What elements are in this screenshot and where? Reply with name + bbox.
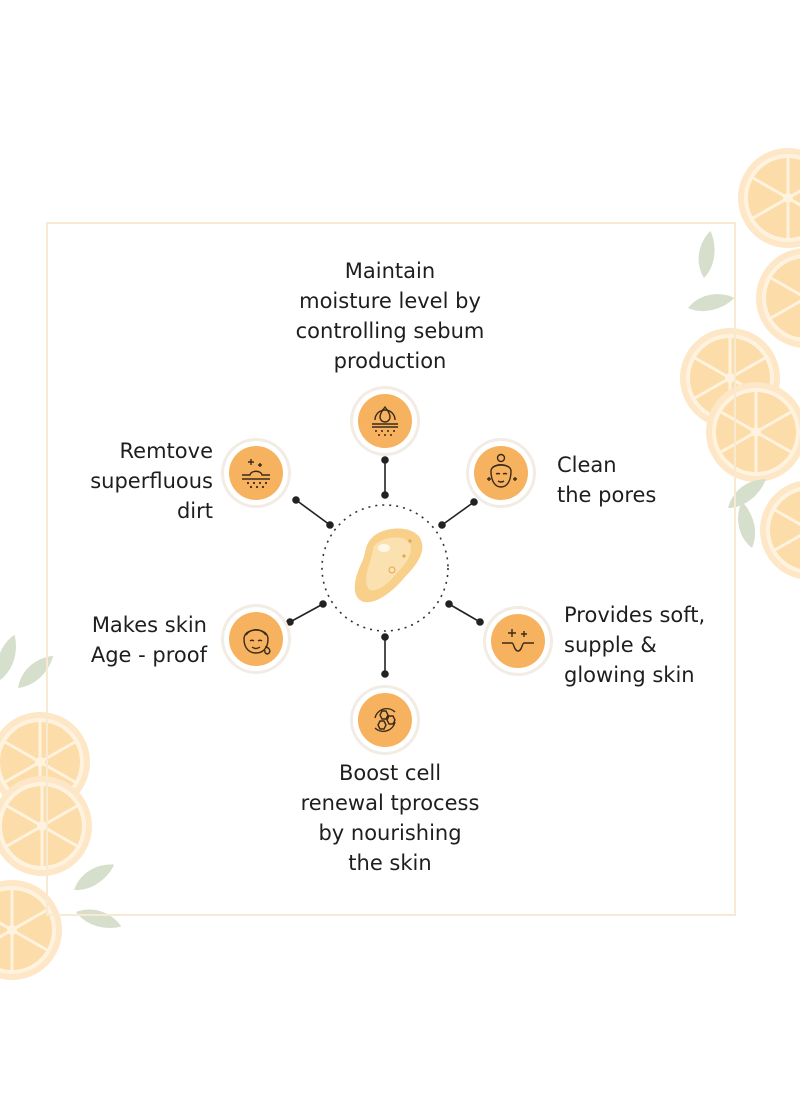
center-dotted-circle — [321, 504, 449, 632]
content-frame — [46, 222, 736, 916]
benefit-text-glowing: Provides soft, supple & glowing skin — [564, 603, 706, 687]
benefit-text-cell-renewal: Boost cell renewal tprocess by nourishin… — [300, 761, 480, 875]
cell-renewal-icon — [349, 684, 421, 756]
connector-upper-left — [295, 499, 331, 526]
connector-lower-right — [448, 603, 481, 623]
clean-face-icon — [465, 437, 537, 509]
age-proof-face-icon — [220, 603, 292, 675]
benefit-text-moisture: Maintain moisture level by controlling s… — [295, 259, 485, 373]
gel-drop-icon — [354, 528, 423, 603]
moisture-drop-skin-icon — [349, 385, 421, 457]
benefit-text-age-proof: Makes skin Age - proof — [90, 613, 207, 667]
connector-lower-left — [289, 603, 324, 623]
benefit-text-pores: Clean the pores — [557, 453, 657, 507]
glowing-skin-icon — [482, 605, 554, 677]
benefit-text-dirt: Remtove superfluous dirt — [90, 439, 213, 523]
connector-upper-right — [441, 501, 475, 526]
skin-dirt-removal-icon — [220, 437, 292, 509]
